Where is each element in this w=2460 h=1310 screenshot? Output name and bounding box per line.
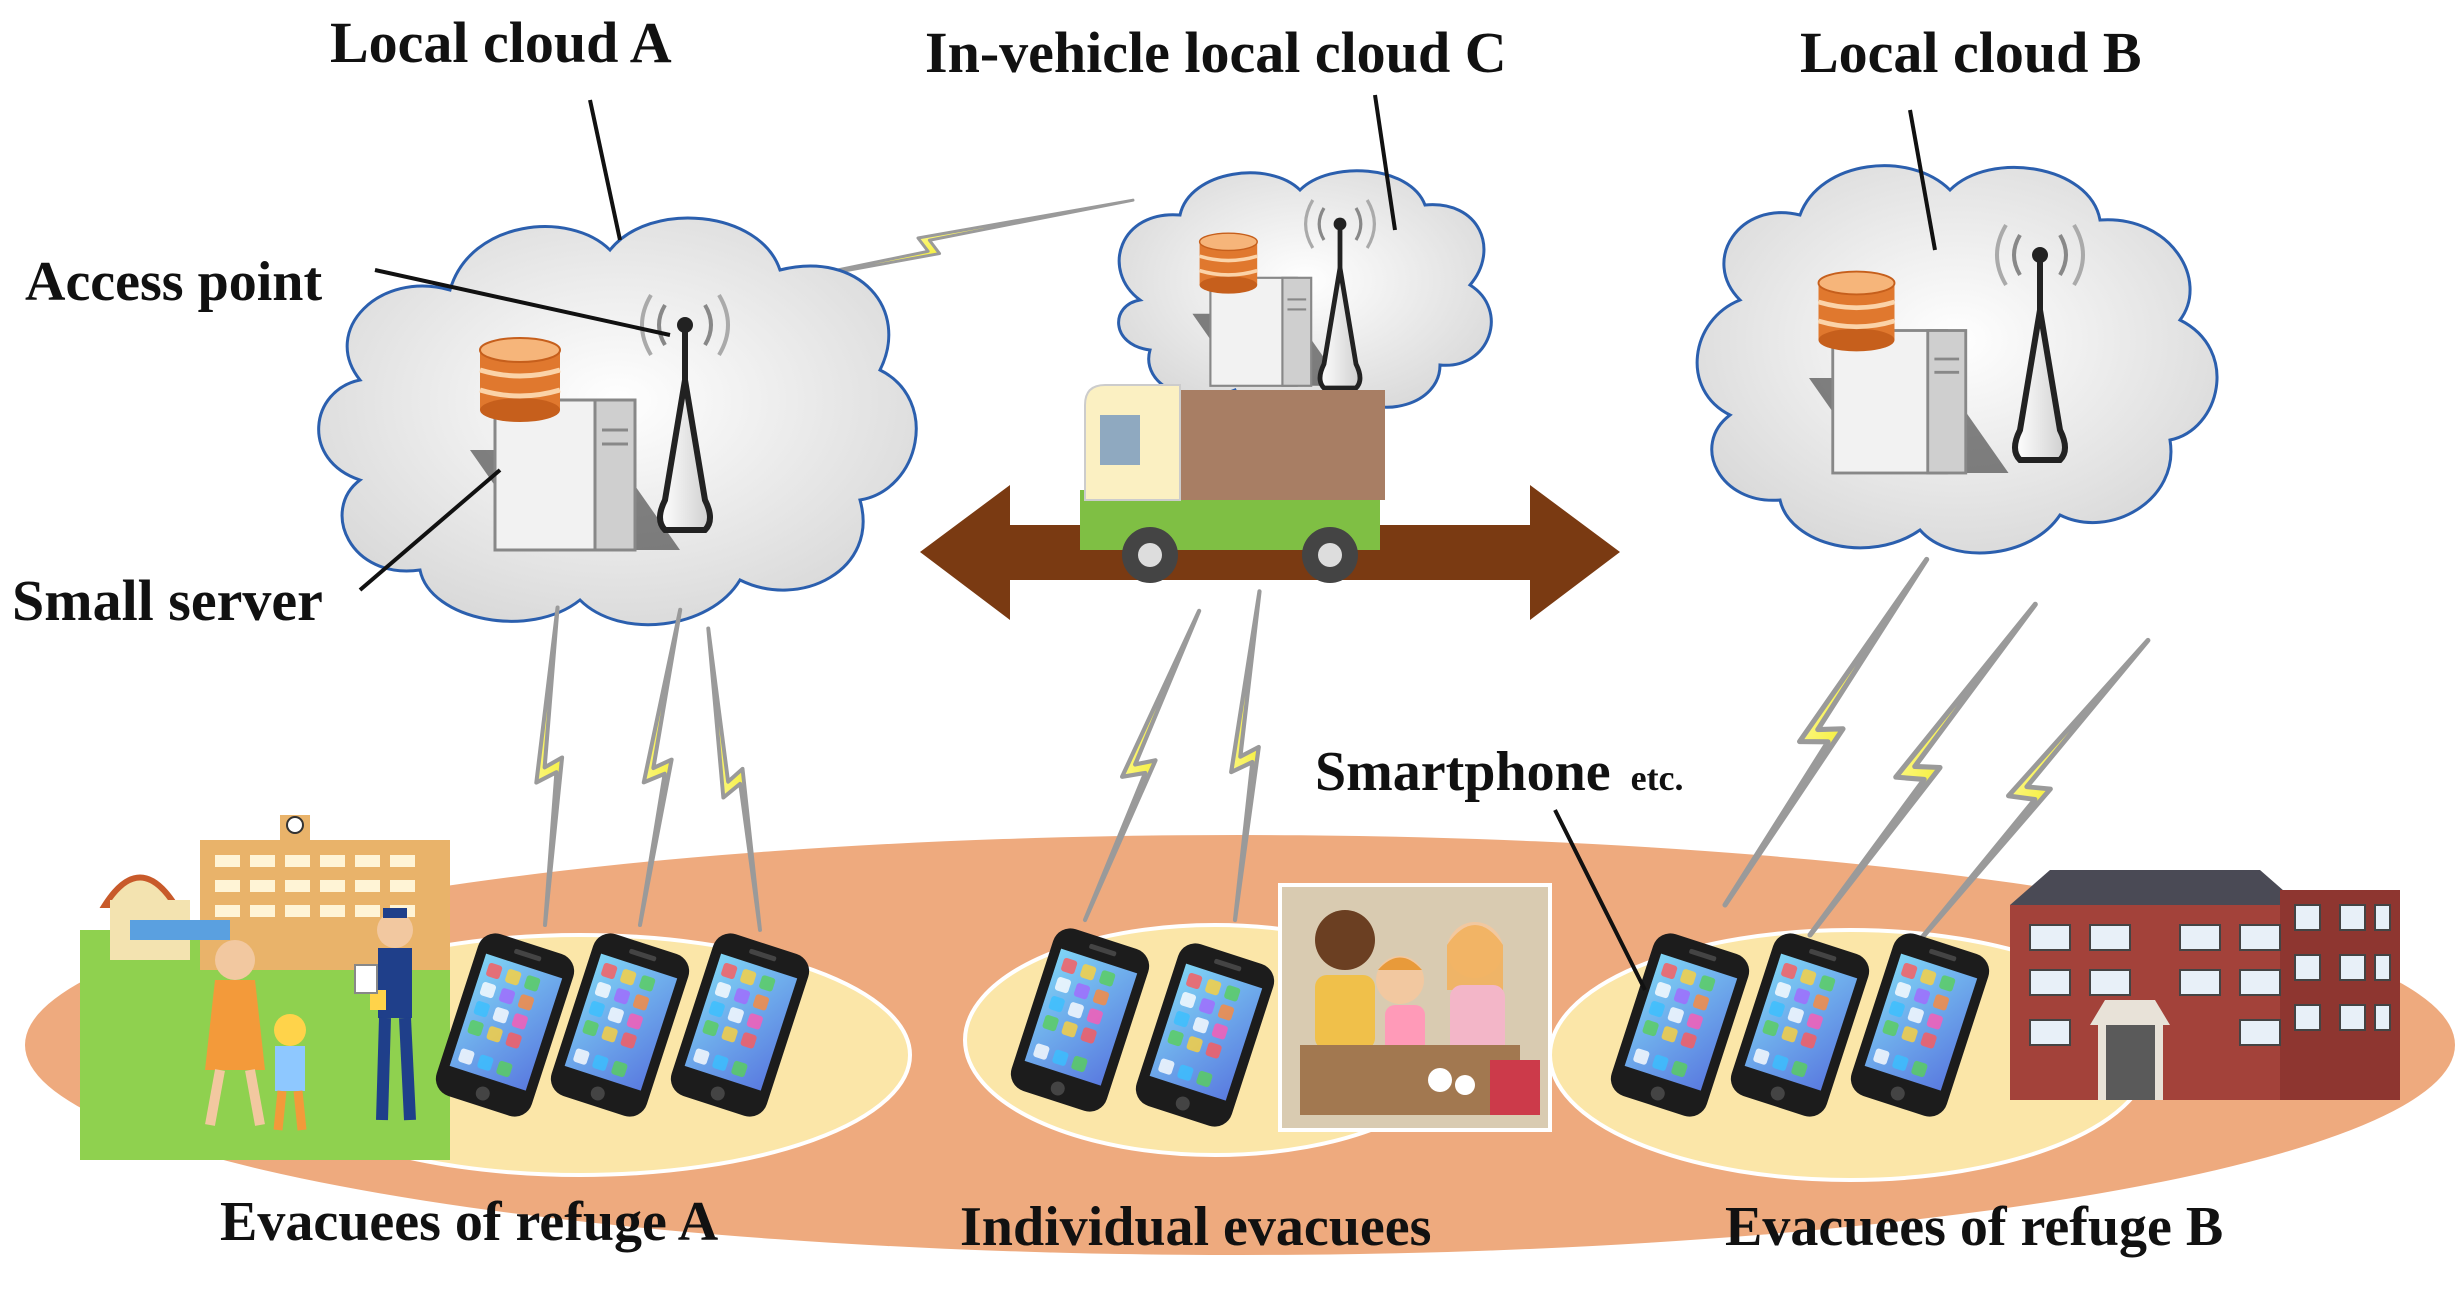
leader-line-cloud-b <box>1908 109 1937 251</box>
label-smartphone-suffix: etc. <box>1631 758 1684 798</box>
label-access-point: Access point <box>25 251 322 313</box>
label-smartphone: Smartphone etc. <box>1315 741 1684 803</box>
movement-arrow <box>920 485 1620 620</box>
label-small-server: Small server <box>12 568 323 633</box>
leader-line-small-server <box>358 468 502 592</box>
building-icon <box>2010 870 2400 1100</box>
label-evacuees-b: Evacuees of refuge B <box>1725 1196 2223 1258</box>
label-smartphone-main: Smartphone <box>1315 741 1611 803</box>
label-evacuees-a: Evacuees of refuge A <box>220 1191 719 1253</box>
refuge-a-scene-icon <box>80 815 450 1160</box>
leader-line-access-point <box>374 268 671 337</box>
label-local-cloud-a: Local cloud A <box>330 10 672 75</box>
label-in-vehicle-cloud-c: In-vehicle local cloud C <box>925 20 1507 85</box>
label-individual-evacuees: Individual evacuees <box>960 1196 1431 1258</box>
truck-icon <box>1080 384 1385 583</box>
individual-evacuees-scene-icon <box>1278 883 1552 1132</box>
label-local-cloud-b: Local cloud B <box>1800 20 2142 85</box>
lightning-icon <box>738 198 1135 292</box>
leader-line-cloud-a <box>588 99 622 241</box>
leader-line-cloud-c <box>1373 94 1397 231</box>
leader-line-smartphone <box>1553 809 1647 991</box>
